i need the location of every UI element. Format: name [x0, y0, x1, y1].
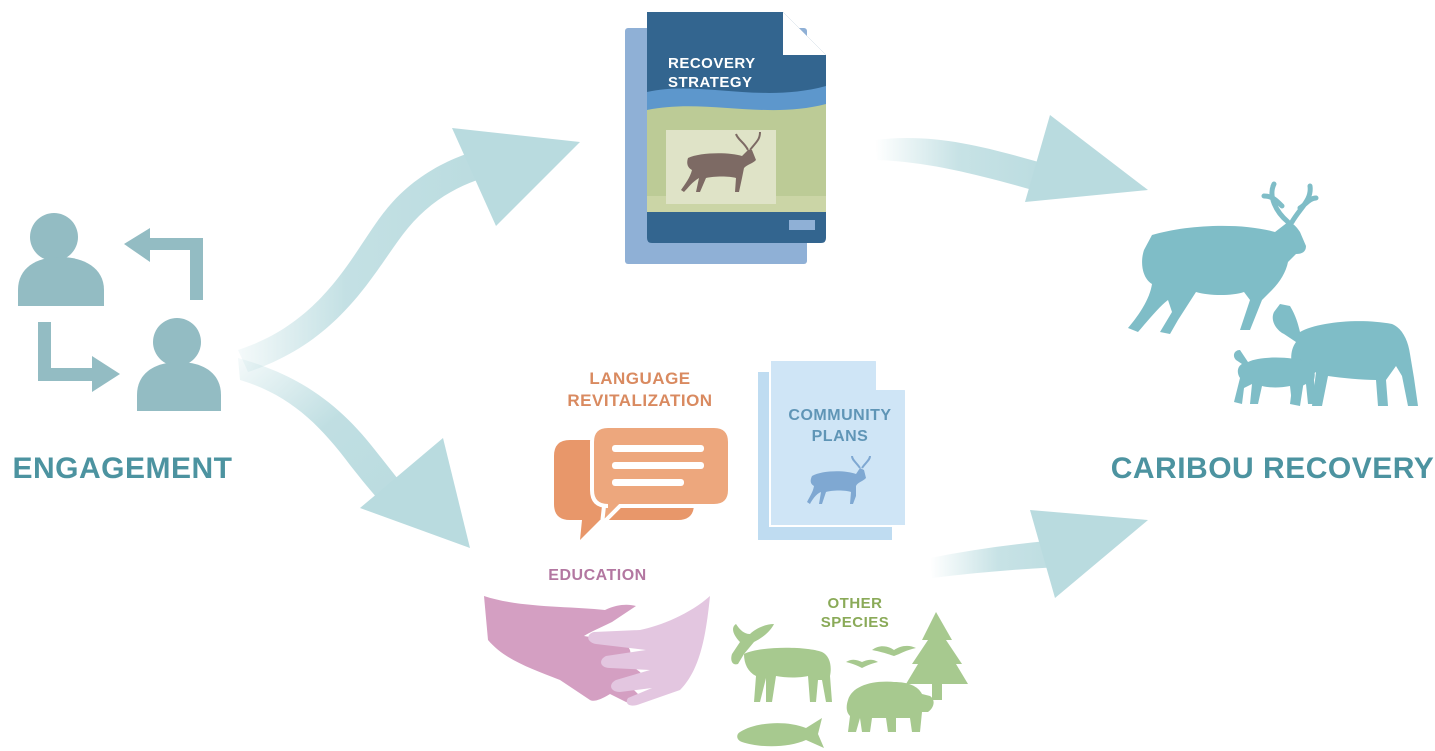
bear-icon — [846, 681, 934, 732]
other-species-icons — [731, 612, 968, 748]
community-plan-document-icon — [758, 359, 907, 540]
bird-icon — [872, 645, 916, 656]
bird-icon — [846, 659, 878, 668]
language-revitalization-label: LANGUAGE REVITALIZATION — [540, 368, 740, 412]
arrow-engagement-to-education — [238, 358, 470, 548]
community-plans-line-1: COMMUNITY — [788, 407, 892, 424]
community-caribou-icon — [807, 455, 871, 504]
recovery-strategy-document-icon — [625, 12, 826, 264]
moose-icon — [731, 624, 832, 702]
arrow-strategy-to-caribou — [875, 115, 1148, 202]
handshake-icon — [484, 596, 710, 706]
education-label: EDUCATION — [548, 567, 647, 584]
tree-icon — [906, 612, 968, 700]
caribou-herd-icon — [1128, 181, 1418, 406]
language-revitalization-line-1: LANGUAGE — [589, 369, 691, 388]
recovery-strategy-label: RECOVERY STRATEGY — [668, 54, 798, 92]
speech-bubbles-icon — [554, 424, 732, 540]
cover-caribou-icon — [681, 131, 761, 192]
recovery-strategy-line-1: RECOVERY — [668, 55, 756, 72]
community-plans-line-2: PLANS — [811, 428, 869, 445]
people-exchange-icon — [18, 213, 221, 411]
other-species-line-1: OTHER — [827, 595, 883, 612]
arrow-initiatives-to-caribou — [930, 510, 1148, 598]
recovery-strategy-line-2: STRATEGY — [668, 74, 753, 91]
language-revitalization-line-2: REVITALIZATION — [567, 391, 713, 410]
engagement-label: ENGAGEMENT — [12, 452, 233, 485]
arrow-engagement-to-strategy — [238, 128, 580, 372]
caribou-recovery-label: CARIBOU RECOVERY — [1110, 452, 1435, 485]
community-plans-label: COMMUNITY PLANS — [765, 405, 915, 447]
fish-icon — [737, 718, 824, 748]
other-species-line-2: SPECIES — [820, 614, 890, 631]
other-species-label: OTHER SPECIES — [800, 594, 910, 632]
